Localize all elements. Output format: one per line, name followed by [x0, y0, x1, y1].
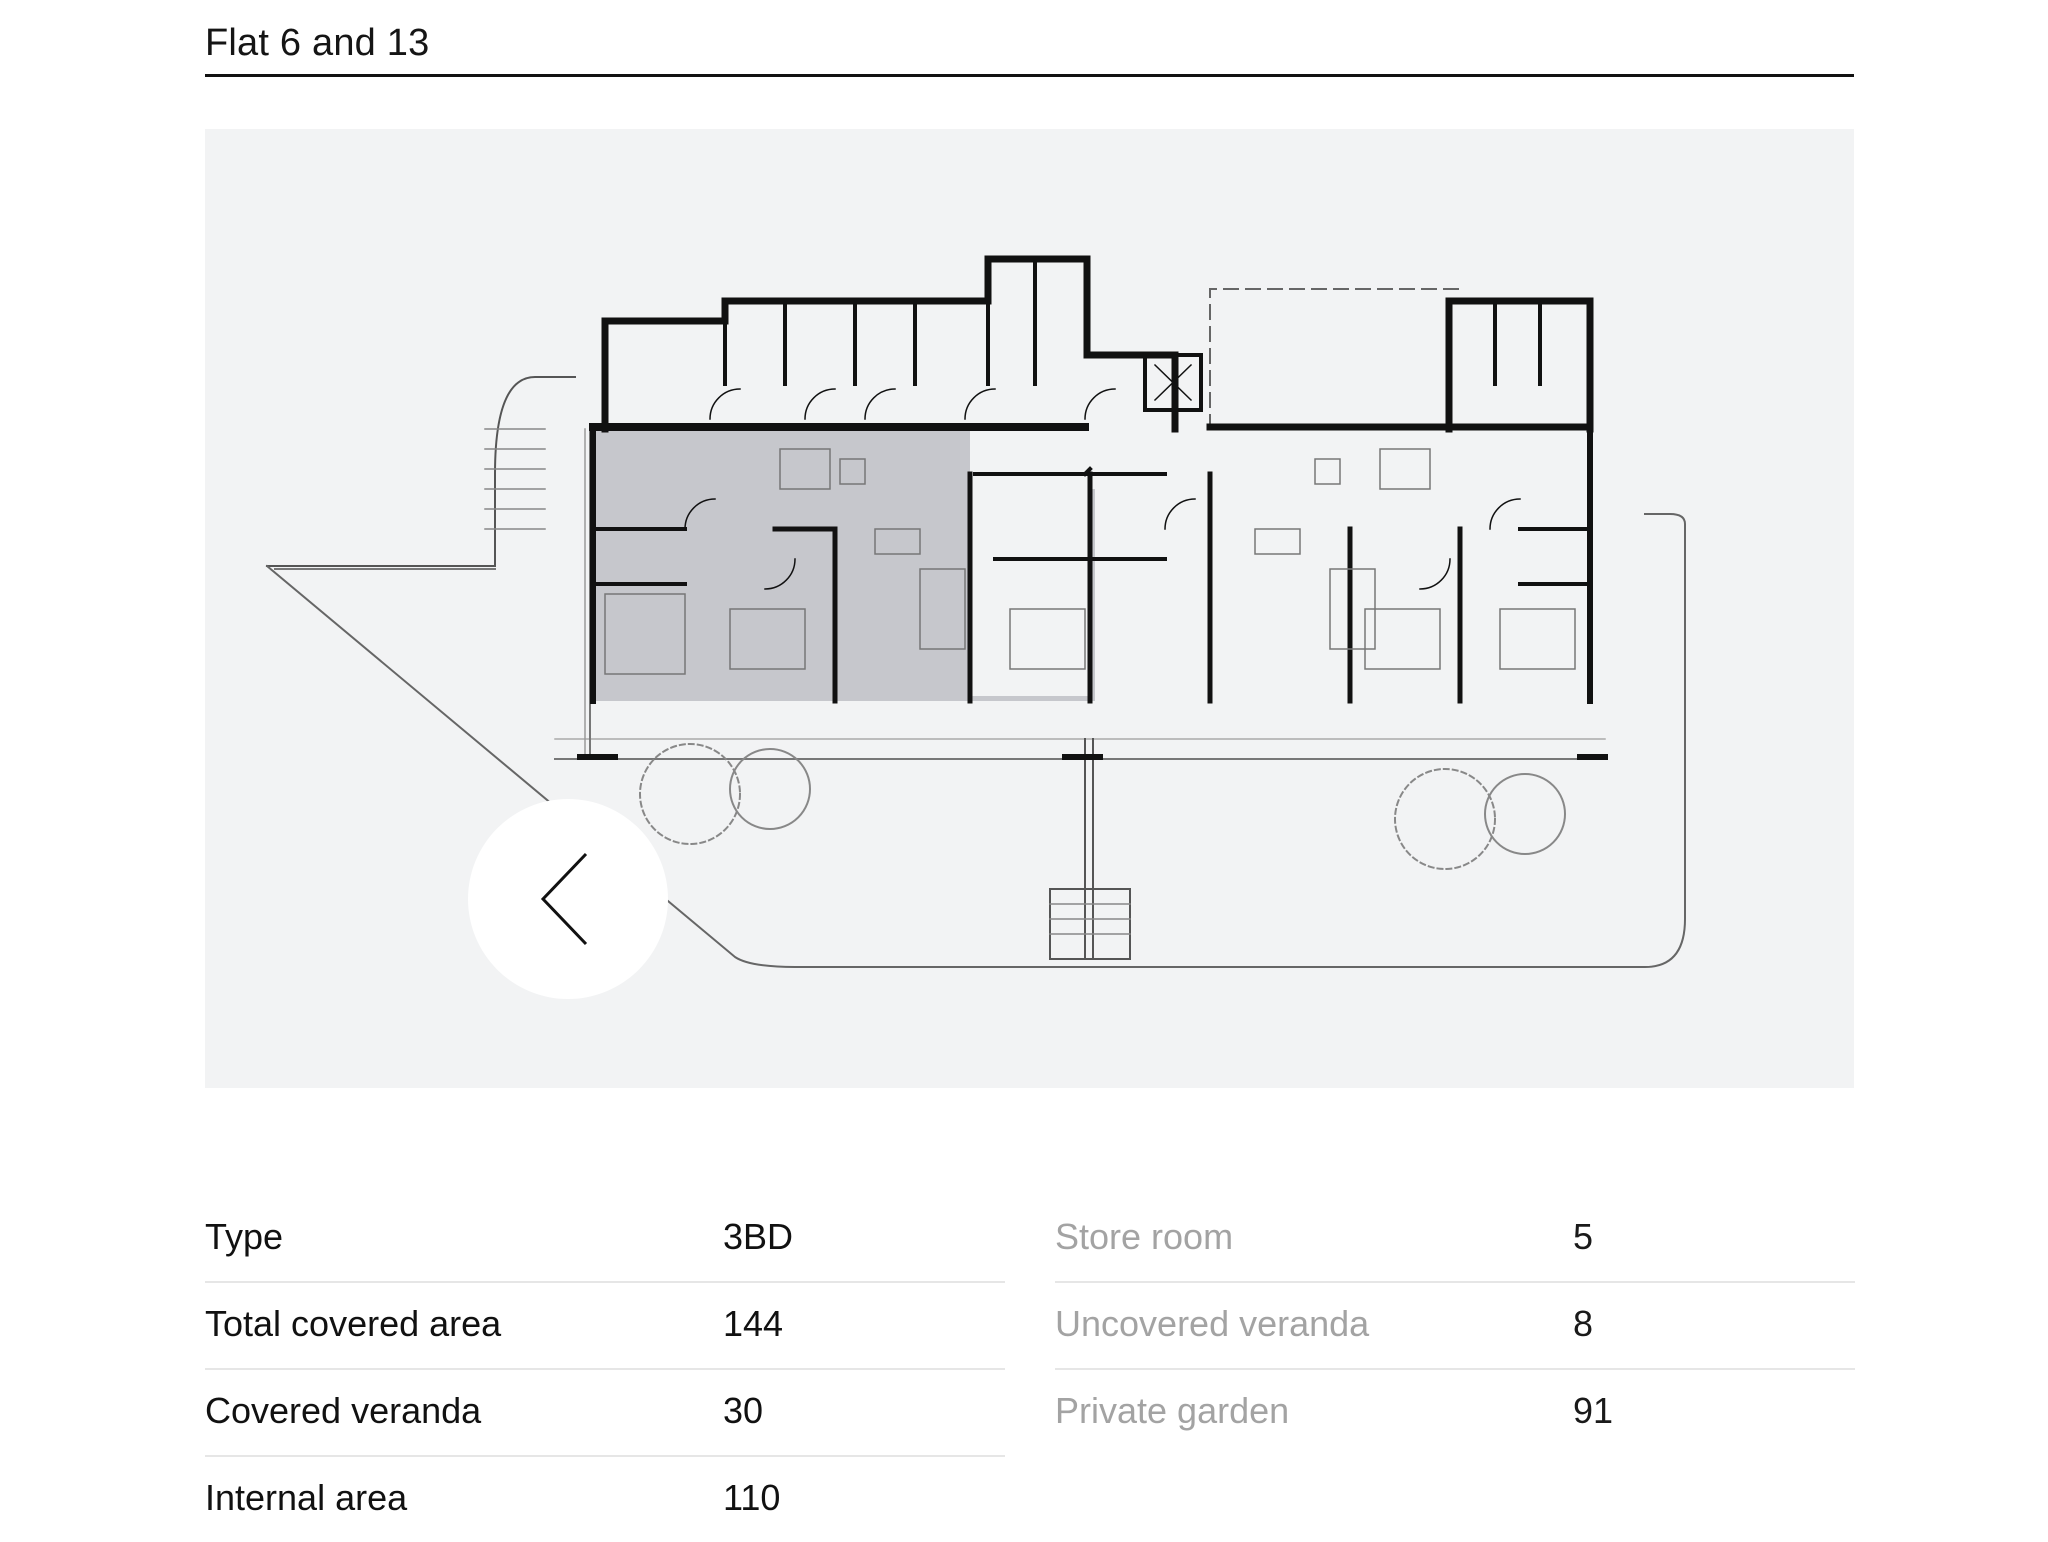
floor-plan-drawing [265, 255, 1686, 968]
site-outline [266, 376, 576, 567]
previous-slide-button[interactable] [468, 799, 668, 999]
specs-column-left: Type 3BD Total covered area 144 Covered … [205, 1196, 1005, 1542]
spec-value: 3BD [723, 1216, 794, 1257]
floor-plan-panel [205, 129, 1854, 1088]
spec-row-internal-area: Internal area 110 [205, 1457, 1005, 1542]
spec-value: 110 [723, 1477, 781, 1518]
spec-label: Type [205, 1216, 284, 1257]
chevron-left-icon [540, 852, 588, 946]
spec-value: 144 [723, 1303, 784, 1344]
spec-row-private-garden: Private garden 91 [1055, 1370, 1855, 1455]
spec-value: 91 [1573, 1390, 1614, 1431]
specs-table: Type 3BD Total covered area 144 Covered … [205, 1196, 1855, 1536]
spec-label: Private garden [1055, 1390, 1290, 1431]
spec-row-store-room: Store room 5 [1055, 1196, 1855, 1283]
page-title: Flat 6 and 13 [205, 22, 430, 64]
spec-row-type: Type 3BD [205, 1196, 1005, 1283]
spec-value: 5 [1573, 1216, 1594, 1257]
spec-row-covered-veranda: Covered veranda 30 [205, 1370, 1005, 1457]
spec-label: Covered veranda [205, 1390, 482, 1431]
spec-row-total-covered-area: Total covered area 144 [205, 1283, 1005, 1370]
spec-row-uncovered-veranda: Uncovered veranda 8 [1055, 1283, 1855, 1370]
highlighted-flat-area [593, 429, 1095, 701]
spec-label: Store room [1055, 1216, 1234, 1257]
specs-column-right: Store room 5 Uncovered veranda 8 Private… [1055, 1196, 1855, 1455]
title-divider [205, 74, 1854, 77]
spec-value: 8 [1573, 1303, 1594, 1344]
spec-label: Uncovered veranda [1055, 1303, 1370, 1344]
spec-value: 30 [723, 1390, 764, 1431]
spec-label: Internal area [205, 1477, 408, 1518]
spec-label: Total covered area [205, 1303, 502, 1344]
